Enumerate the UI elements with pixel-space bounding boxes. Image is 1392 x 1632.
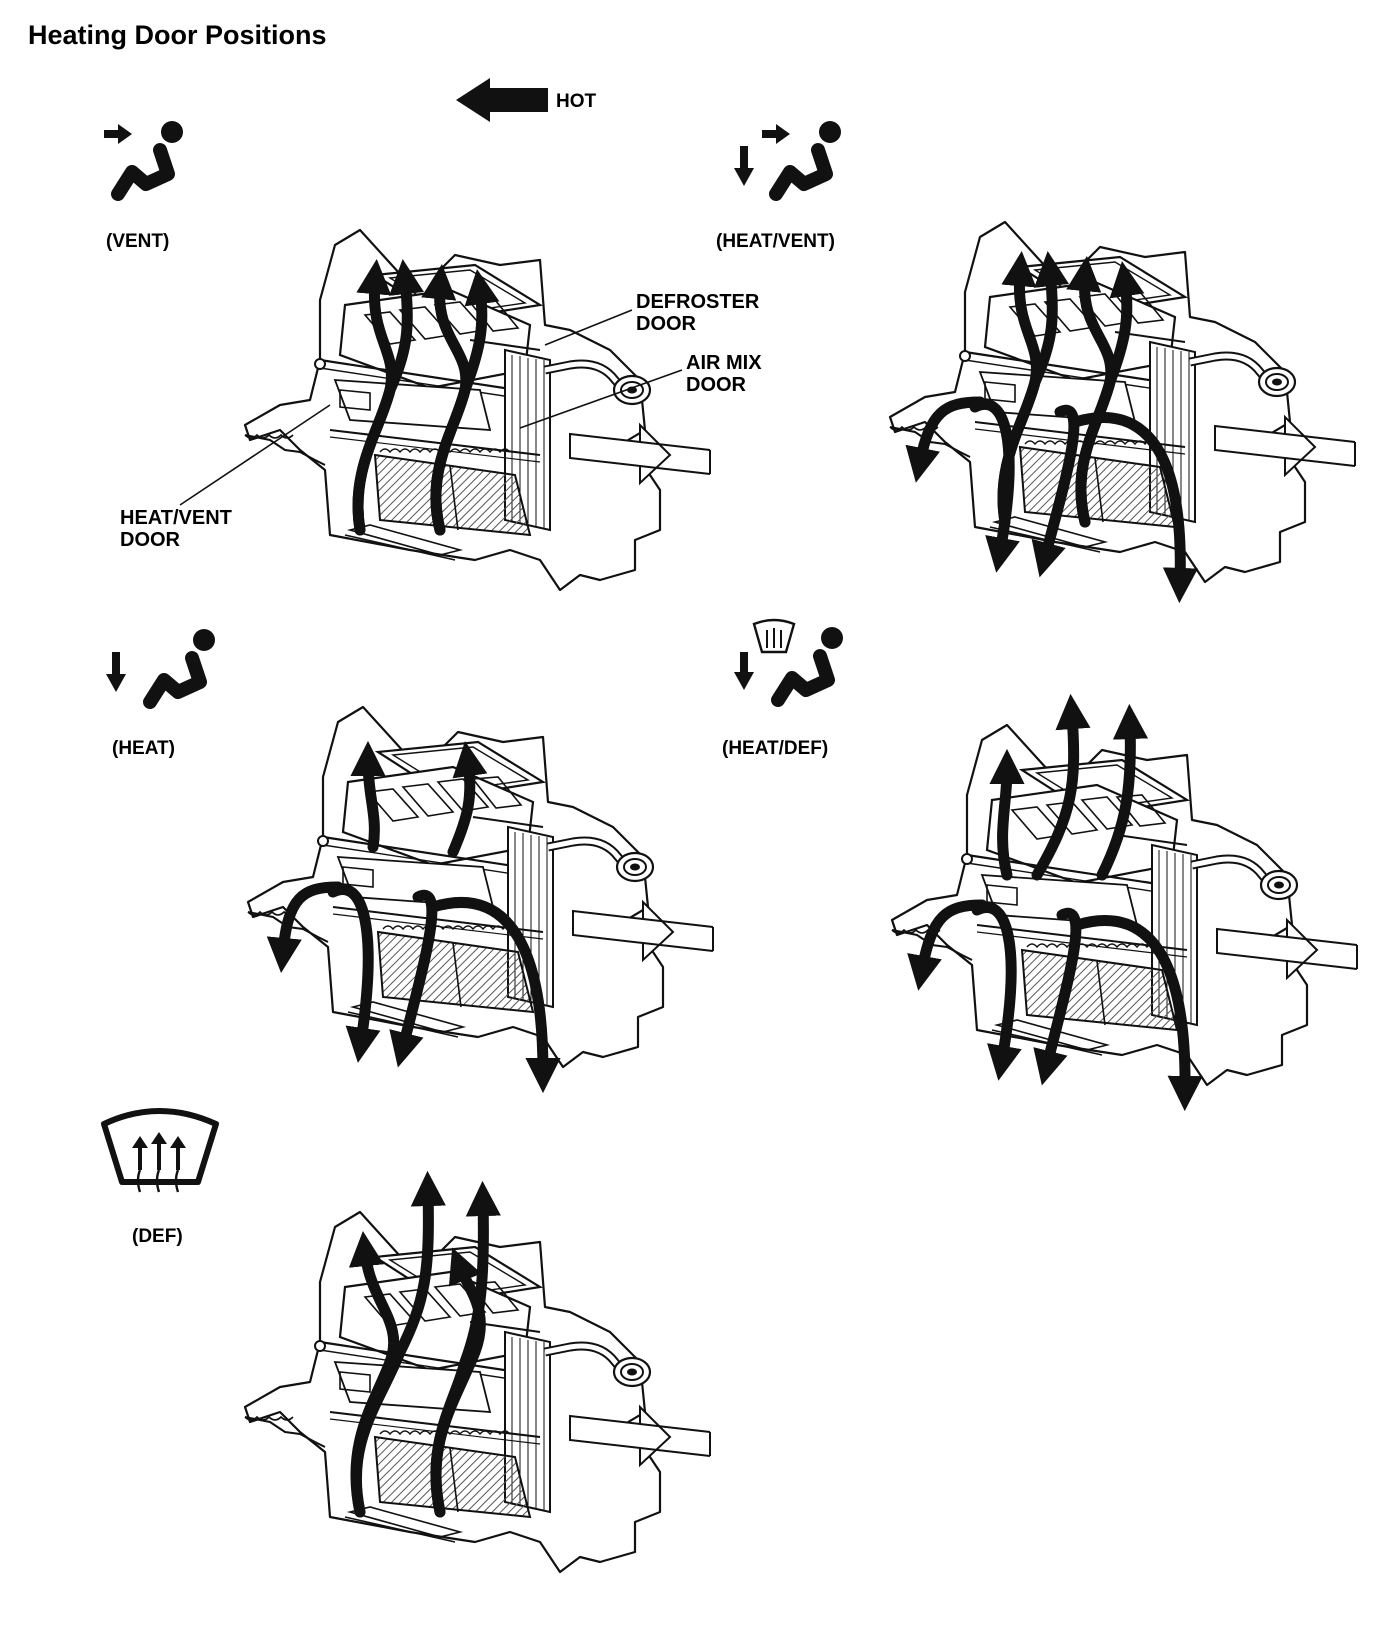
vent-mode-icon [104, 121, 183, 194]
svg-text:DOOR: DOOR [120, 529, 181, 551]
mode-label-heat-def: (HEAT/DEF) [722, 738, 828, 759]
hot-label: HOT [556, 91, 597, 112]
heat-mode-icon [106, 629, 215, 702]
mode-label-def: (DEF) [132, 1226, 183, 1247]
heater-unit-vent [245, 230, 710, 590]
svg-text:DOOR: DOOR [636, 313, 697, 335]
svg-text:DOOR: DOOR [686, 374, 747, 396]
defroster-door-callout: DEFROSTER DOOR [544, 291, 760, 346]
heater-unit-heat-vent [890, 222, 1355, 604]
svg-text:HEAT/VENT: HEAT/VENT [120, 507, 232, 529]
heater-unit-def [245, 1170, 710, 1572]
heater-unit-heat [248, 707, 713, 1094]
heat-def-mode-icon [734, 618, 843, 700]
heat-vent-door-callout: HEAT/VENT DOOR [120, 404, 331, 551]
mode-label-heat: (HEAT) [112, 738, 175, 759]
heater-unit-heat-def [892, 693, 1357, 1112]
hot-arrow [456, 78, 548, 122]
mode-label-vent: (VENT) [106, 231, 169, 252]
page-title: Heating Door Positions [28, 20, 327, 50]
mode-label-heat-vent: (HEAT/VENT) [716, 231, 835, 252]
svg-text:AIR MIX: AIR MIX [686, 352, 762, 374]
svg-text:DEFROSTER: DEFROSTER [636, 291, 760, 313]
def-mode-icon [101, 1108, 219, 1193]
air-mix-door-callout: AIR MIX DOOR [519, 352, 762, 429]
heat-vent-mode-icon [734, 121, 841, 194]
